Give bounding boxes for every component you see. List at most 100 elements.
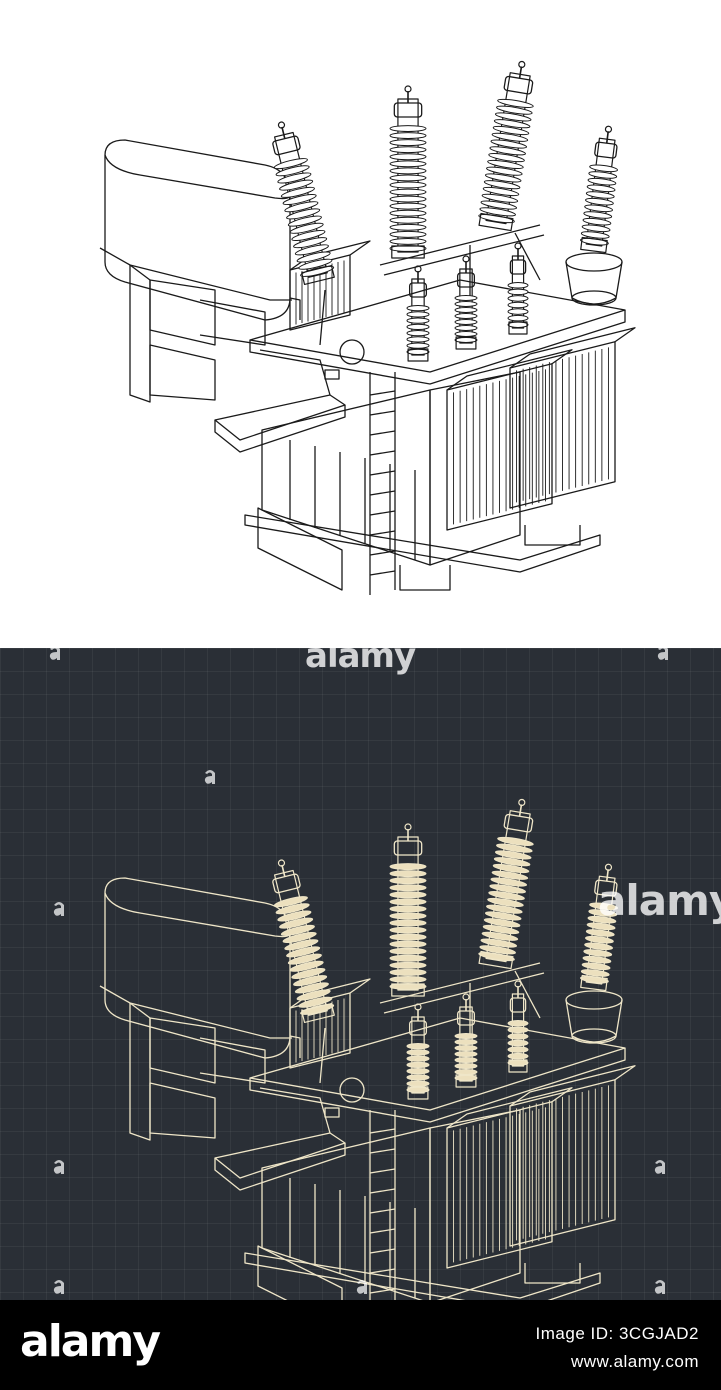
frame-brace-2	[149, 344, 216, 401]
bushing-shed	[507, 321, 529, 328]
ladder-rung	[369, 1168, 396, 1174]
bushing-shed	[298, 996, 333, 1008]
bushing-shed	[585, 935, 614, 944]
bushing-shed	[454, 294, 478, 302]
bushing-flange	[580, 236, 608, 254]
bushing-shed	[586, 922, 616, 931]
bushing-body	[478, 798, 534, 970]
bushing-shed	[389, 891, 427, 899]
bushing-flange	[508, 1059, 528, 1073]
bushing-shed	[275, 165, 310, 177]
ladder-rung	[369, 1148, 396, 1154]
tank-front	[261, 1127, 431, 1300]
conservator-pipe	[289, 1035, 301, 1058]
conservator-body	[104, 139, 291, 321]
bushing-shed	[454, 1038, 478, 1046]
bushing-body	[454, 255, 478, 350]
bushing-shed	[406, 305, 430, 312]
bushing-shed	[507, 1059, 529, 1066]
bushing-body	[389, 823, 427, 997]
watermark-text-top: alamy	[305, 648, 416, 676]
bushing-shed	[406, 323, 430, 330]
bushing-shed	[389, 919, 427, 927]
bushing-shed	[454, 1032, 478, 1040]
bushing-shed	[454, 1068, 478, 1076]
transformer-blueprint-drawing	[99, 798, 636, 1300]
watermark-glyph	[654, 1160, 665, 1174]
bushing-shed	[454, 1062, 478, 1070]
bushing-terminal	[605, 131, 610, 144]
conservator-base-rim	[99, 247, 292, 301]
bushing-shed	[489, 146, 526, 156]
watermark-glyph	[204, 770, 215, 784]
watermark-glyph-path	[53, 1160, 64, 1174]
bushing-flange	[455, 336, 477, 350]
frame-bracket	[259, 1087, 331, 1134]
radiator-frame	[509, 1079, 616, 1247]
small-bushing	[406, 1003, 430, 1100]
bushing-shed	[487, 897, 524, 907]
bushing-shed	[294, 982, 329, 994]
bushing-shed	[481, 931, 519, 941]
bushing-shed	[492, 125, 530, 136]
bushing-flange	[407, 1086, 429, 1100]
bushing-shed	[294, 244, 329, 256]
watermark-glyph-path	[204, 770, 215, 784]
bushing-shed	[389, 209, 427, 217]
small-bushing	[507, 980, 529, 1073]
hv-bushing-3	[478, 798, 534, 970]
bushing-shed	[291, 967, 326, 979]
bushing-shed	[406, 311, 430, 318]
bushing-shed	[273, 896, 308, 908]
bushing-shed	[454, 1044, 478, 1052]
bushing-shed	[491, 870, 529, 880]
bushing-shed	[406, 1043, 430, 1050]
bushing-shed	[479, 945, 516, 955]
bushing-shed	[483, 180, 521, 190]
image-id: Image ID: 3CGJAD2	[535, 1324, 699, 1343]
hv-bushing-4	[580, 125, 618, 254]
base-skid	[244, 1252, 601, 1300]
ladder-rung	[369, 570, 396, 576]
bushing-shroud-top	[565, 990, 623, 1010]
bushing-shed	[454, 336, 478, 344]
bushing-shed	[582, 217, 612, 226]
tank-side	[429, 1109, 521, 1300]
bushing-shed	[406, 1068, 430, 1075]
bushing-shed	[300, 1003, 335, 1015]
frame-platform-edge	[214, 405, 346, 453]
bushing-shed	[454, 312, 478, 320]
watermark-glyph	[53, 1280, 64, 1294]
site-url: www.alamy.com	[570, 1352, 699, 1371]
base-foot-right	[524, 525, 581, 546]
bushing-shed	[483, 918, 521, 928]
base-foot-center	[399, 565, 451, 591]
bushing-shed	[491, 132, 529, 142]
bushing-shed	[389, 975, 427, 983]
bushing-shed	[280, 924, 315, 936]
bushing-body	[389, 85, 427, 259]
bushing-shed	[507, 308, 529, 315]
watermark-glyph	[53, 1160, 64, 1174]
watermark-logo-mark	[203, 766, 217, 786]
transformer-line-drawing	[99, 60, 636, 595]
bushing-shed	[389, 877, 427, 885]
bushing-shed	[406, 1055, 430, 1062]
bushing-shed	[454, 1074, 478, 1082]
bushing-shed	[284, 201, 319, 213]
bushing-shed	[587, 177, 617, 186]
bushing-shed	[490, 139, 528, 149]
busbar-drops	[469, 232, 541, 300]
bushing-shed	[454, 330, 478, 338]
bushing-shed	[289, 960, 324, 972]
bushing-shed	[588, 909, 618, 917]
watermark-glyph-path	[654, 1160, 665, 1174]
bushing-terminal	[518, 66, 523, 79]
connector-pipe	[319, 289, 326, 346]
bushing-terminal-tip	[414, 265, 422, 273]
bushing-shed	[291, 229, 326, 241]
blueprint-panel: alamy alamy	[0, 648, 721, 1300]
bushing-shed	[482, 186, 520, 197]
radiator-top	[289, 240, 371, 271]
bushing-terminal-tip	[514, 242, 522, 250]
